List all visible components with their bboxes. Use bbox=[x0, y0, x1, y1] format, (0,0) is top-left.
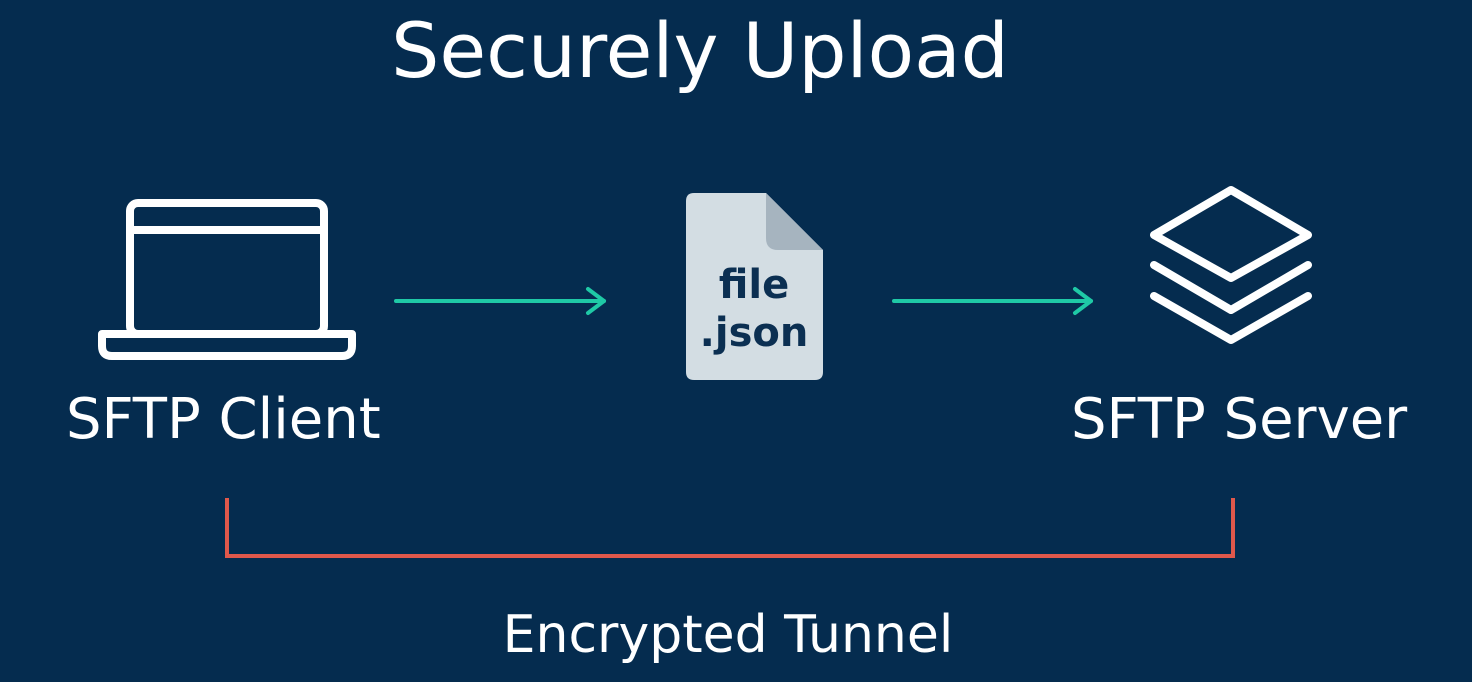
laptop-icon bbox=[98, 199, 356, 360]
page-title: Securely Upload bbox=[391, 6, 1009, 95]
tunnel-bracket bbox=[225, 498, 1235, 558]
arrow-client-to-file bbox=[394, 287, 606, 315]
layers-icon bbox=[1150, 186, 1312, 344]
server-label: SFTP Server bbox=[1071, 387, 1408, 452]
arrow-file-to-server bbox=[892, 287, 1093, 315]
file-extension-label: .json bbox=[699, 310, 809, 356]
tunnel-label: Encrypted Tunnel bbox=[502, 605, 954, 665]
client-label: SFTP Client bbox=[66, 387, 381, 452]
file-icon bbox=[686, 193, 823, 380]
file-name-label: file bbox=[718, 262, 790, 308]
